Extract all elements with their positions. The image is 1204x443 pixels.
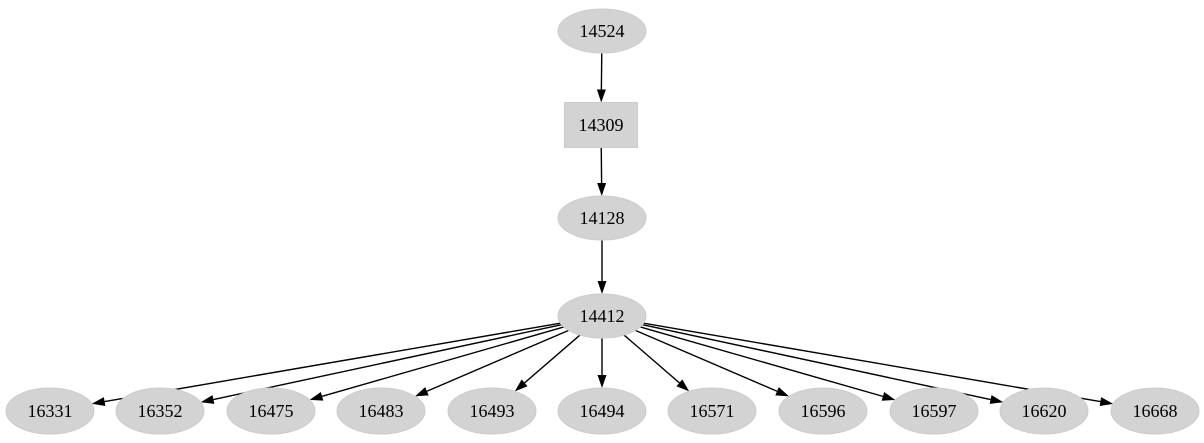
arrowhead-icon bbox=[91, 397, 106, 407]
edge-14412-16475 bbox=[309, 326, 565, 401]
arrowhead-icon bbox=[596, 89, 606, 103]
node-label: 16620 bbox=[1022, 401, 1067, 421]
graph-node-14309: 14309 bbox=[564, 102, 638, 148]
node-label: 16475 bbox=[249, 401, 294, 421]
arrowhead-icon bbox=[597, 182, 607, 197]
arrowhead-icon bbox=[881, 392, 896, 401]
node-label: 16494 bbox=[580, 401, 625, 421]
graph-node-16668: 16668 bbox=[1110, 387, 1200, 435]
edge-14412-16331 bbox=[91, 322, 561, 407]
node-ellipse-shape bbox=[999, 387, 1089, 435]
node-ellipse-shape bbox=[557, 8, 647, 54]
node-ellipse-shape bbox=[557, 195, 647, 241]
node-ellipse-shape bbox=[557, 387, 647, 435]
arrowhead-icon bbox=[200, 395, 215, 404]
arrowhead-icon bbox=[309, 392, 324, 401]
edge-14412-16493 bbox=[514, 334, 581, 392]
edge-14412-16597 bbox=[639, 326, 896, 401]
node-box-shape bbox=[564, 102, 638, 148]
node-label: 16493 bbox=[470, 401, 515, 421]
node-label: 16597 bbox=[912, 401, 957, 421]
edge-14524-14309 bbox=[596, 52, 606, 103]
node-ellipse-shape bbox=[115, 387, 205, 435]
node-ellipse-shape bbox=[226, 387, 316, 435]
node-ellipse-shape bbox=[667, 387, 757, 435]
arrowhead-icon bbox=[989, 395, 1004, 404]
edge-14412-16620 bbox=[642, 324, 1004, 404]
node-ellipse-shape bbox=[447, 387, 537, 435]
arrowhead-icon bbox=[414, 387, 429, 397]
node-label: 14309 bbox=[579, 115, 624, 135]
node-label: 16668 bbox=[1133, 401, 1178, 421]
arrowhead-icon bbox=[597, 281, 607, 294]
node-ellipse-shape bbox=[557, 293, 647, 339]
graph-node-16597: 16597 bbox=[889, 387, 979, 435]
graph-node-16331: 16331 bbox=[5, 387, 95, 435]
node-label: 16331 bbox=[28, 401, 73, 421]
graph-node-16596: 16596 bbox=[778, 387, 868, 435]
node-label: 14412 bbox=[580, 306, 625, 326]
node-ellipse-shape bbox=[778, 387, 868, 435]
graph-node-16483: 16483 bbox=[336, 387, 426, 435]
arrowhead-icon bbox=[676, 379, 690, 392]
edge-14412-16571 bbox=[623, 334, 690, 392]
node-label: 16596 bbox=[801, 401, 846, 421]
graph-node-14128: 14128 bbox=[557, 195, 647, 241]
node-ellipse-shape bbox=[5, 387, 95, 435]
graph-node-14412: 14412 bbox=[557, 293, 647, 339]
node-label: 16571 bbox=[690, 401, 735, 421]
edge-14412-16352 bbox=[200, 324, 562, 404]
graph-node-16494: 16494 bbox=[557, 387, 647, 435]
node-ellipse-shape bbox=[889, 387, 979, 435]
edge-14412-16596 bbox=[635, 329, 790, 397]
edge-14412-16668 bbox=[643, 322, 1114, 407]
graph-node-16620: 16620 bbox=[999, 387, 1089, 435]
arrowhead-icon bbox=[597, 375, 607, 388]
arrowhead-icon bbox=[1099, 397, 1114, 407]
node-ellipse-shape bbox=[1110, 387, 1200, 435]
edge-14309-14128 bbox=[597, 147, 607, 197]
edge-14412-16494 bbox=[597, 338, 607, 388]
node-label: 16352 bbox=[138, 401, 183, 421]
node-label: 16483 bbox=[359, 401, 404, 421]
graph-node-14524: 14524 bbox=[557, 8, 647, 54]
graph-node-16493: 16493 bbox=[447, 387, 537, 435]
edge-14128-14412 bbox=[597, 240, 607, 294]
graph-node-16475: 16475 bbox=[226, 387, 316, 435]
graph-node-16352: 16352 bbox=[115, 387, 205, 435]
arrowhead-icon bbox=[775, 387, 790, 397]
node-ellipse-shape bbox=[336, 387, 426, 435]
node-label: 14128 bbox=[580, 208, 625, 228]
arrowhead-icon bbox=[514, 379, 528, 392]
node-label: 14524 bbox=[580, 21, 625, 41]
graph-node-16571: 16571 bbox=[667, 387, 757, 435]
edge-14412-16483 bbox=[414, 329, 569, 397]
